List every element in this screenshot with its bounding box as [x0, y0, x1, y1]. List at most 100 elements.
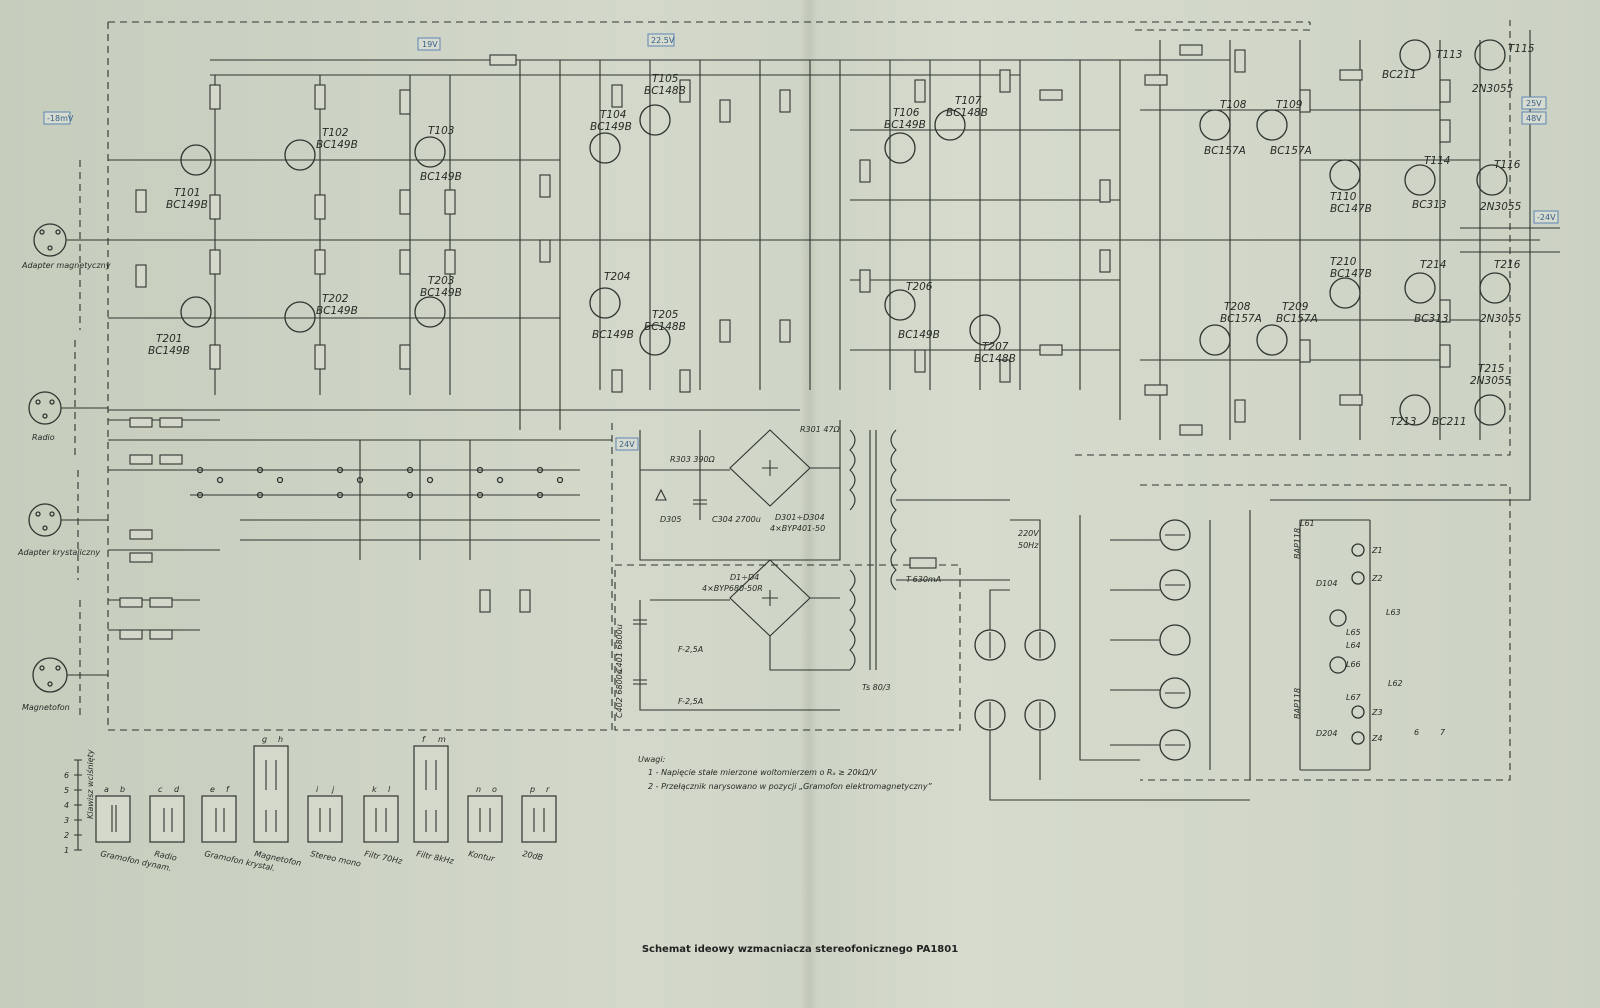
- transistor-ref: T106: [893, 107, 920, 119]
- transistor-type: BC313: [1414, 313, 1449, 325]
- transistor-type: 2N3055: [1470, 375, 1512, 387]
- key-label: Filtr 8kHz: [416, 849, 456, 866]
- terminal-label: L67: [1346, 693, 1362, 702]
- lamps: [1329, 543, 1365, 745]
- psu-c401: C401 6800u: [615, 624, 624, 673]
- lamp-label: Z2: [1371, 574, 1383, 583]
- transistor-type: BC157A: [1220, 313, 1262, 325]
- legend-tick: 3: [64, 816, 69, 825]
- lamp-label: Z1: [1371, 546, 1383, 555]
- psu-d305: D305: [660, 515, 681, 524]
- key-letter: p: [529, 785, 535, 794]
- key-letter: r: [546, 785, 550, 794]
- voltage-tag-group: [43, 33, 1559, 451]
- key-letter: l: [388, 785, 391, 794]
- transistor-type: BC149B: [884, 119, 926, 131]
- psu-r301: R301 47Ω: [800, 425, 841, 434]
- transistor-ref: T213: [1390, 416, 1416, 428]
- transistor-type: BC149B: [898, 329, 940, 341]
- transistor-type: BC148B: [644, 85, 686, 97]
- legend-key-letters: a b c d e f g h i j k l f m n o p r: [104, 735, 550, 794]
- legend-tick: 4: [64, 801, 69, 810]
- preamp-verticals: [214, 60, 841, 430]
- schematic-caption: Schemat ideowy wzmacniacza stereofoniczn…: [641, 944, 959, 955]
- transistor-ref: T206: [906, 281, 933, 293]
- mid-horizontals: [850, 109, 1480, 361]
- legend-ticks: 1 2 3 4 5 6: [64, 771, 69, 855]
- key-letter: a: [104, 785, 109, 794]
- transistor-type: BC157A: [1270, 145, 1312, 157]
- psu-fuse2: F-2,5A: [678, 697, 703, 706]
- output-number: 7: [1440, 728, 1446, 737]
- label-adapter-kryst: Adapter krystaliczny: [17, 548, 100, 557]
- transistor-type: BC149B: [420, 171, 462, 183]
- psu-fuse-main: T-630mA: [906, 575, 941, 584]
- terminal-label: L65: [1346, 628, 1361, 637]
- transistor-ref: T210: [1330, 256, 1357, 268]
- capacitors-psu: [633, 488, 707, 685]
- terminal-label: L62: [1388, 679, 1403, 688]
- voltage-tag: 24V: [619, 440, 635, 449]
- notes-heading: Uwagi:: [638, 755, 666, 764]
- input-shields: [74, 160, 81, 720]
- terminal-label: L64: [1346, 641, 1361, 650]
- key-label: 20dB: [522, 849, 544, 862]
- switch-bank-wires: [190, 440, 600, 560]
- diode-label: D204: [1316, 729, 1337, 738]
- transistor-type: BC149B: [316, 305, 358, 317]
- key-letter: d: [174, 785, 180, 794]
- legend-key-labels: Gramofon dynam. Radio Gramofon krystal. …: [100, 849, 544, 873]
- transistor-ref: T104: [600, 109, 626, 121]
- legend-tick: 6: [64, 771, 69, 780]
- key-letter: b: [120, 785, 125, 794]
- psu-bridge2: D1÷D4: [730, 573, 759, 582]
- transistor-ref: T101: [174, 187, 200, 199]
- psu-wires: [639, 420, 1010, 711]
- transistor-type: BC211: [1382, 69, 1417, 81]
- output-number: 6: [1414, 728, 1419, 737]
- terminal-label: L66: [1346, 660, 1361, 669]
- transistor-ref: T216: [1494, 259, 1521, 271]
- key-letter: c: [158, 785, 163, 794]
- transistor-ref: T204: [604, 271, 630, 283]
- transistor-ref: T105: [652, 73, 679, 85]
- psu-fuse1: F-2,5A: [678, 645, 703, 654]
- transistor-ref: T107: [955, 95, 982, 107]
- transistor-symbols: [180, 39, 1511, 426]
- supply-rail-top: [210, 59, 1230, 76]
- transistor-ref: T205: [652, 309, 679, 321]
- switch-legend-graphics: [74, 745, 557, 851]
- mains-wires: [989, 519, 1250, 801]
- notes-line-1: 1 - Napięcie stałe mierzone woltomierzem…: [648, 768, 877, 777]
- terminal-label: L61: [1300, 519, 1315, 528]
- legend-tick: 5: [64, 786, 69, 795]
- legend-axis-label: Klawisz wciśnięty: [85, 749, 95, 819]
- transistor-ref: T109: [1276, 99, 1303, 111]
- transistor-ref: T209: [1282, 301, 1309, 313]
- speaker-wires: [1079, 510, 1371, 780]
- lamp-label: Z4: [1371, 734, 1383, 743]
- transistor-ref: T115: [1508, 43, 1535, 55]
- transistor-type: BC149B: [166, 199, 208, 211]
- key-letter: m: [438, 735, 446, 744]
- transistor-ref: T208: [1224, 301, 1251, 313]
- preamp-boundary: [107, 21, 1310, 731]
- psu-labels: R301 47Ω R303 390Ω C304 2700u D305 D301÷…: [615, 425, 1039, 718]
- transistor-ref: T203: [428, 275, 454, 287]
- key-label: Kontur: [468, 849, 496, 863]
- switch-contacts: [196, 466, 564, 499]
- led-label: BAP118: [1293, 688, 1302, 719]
- transistor-ref: T113: [1436, 49, 1462, 61]
- transistor-type: BC313: [1412, 199, 1447, 211]
- transistor-type: 2N3055: [1472, 83, 1514, 95]
- key-letter: i: [316, 785, 319, 794]
- voltage-tag: 25V: [1526, 99, 1542, 108]
- transistor-ref: T116: [1494, 159, 1521, 171]
- diode-label: D104: [1316, 579, 1337, 588]
- transistor-ref: T215: [1478, 363, 1505, 375]
- label-magnetofon: Magnetofon: [22, 703, 70, 712]
- legend-tick: 2: [64, 831, 69, 840]
